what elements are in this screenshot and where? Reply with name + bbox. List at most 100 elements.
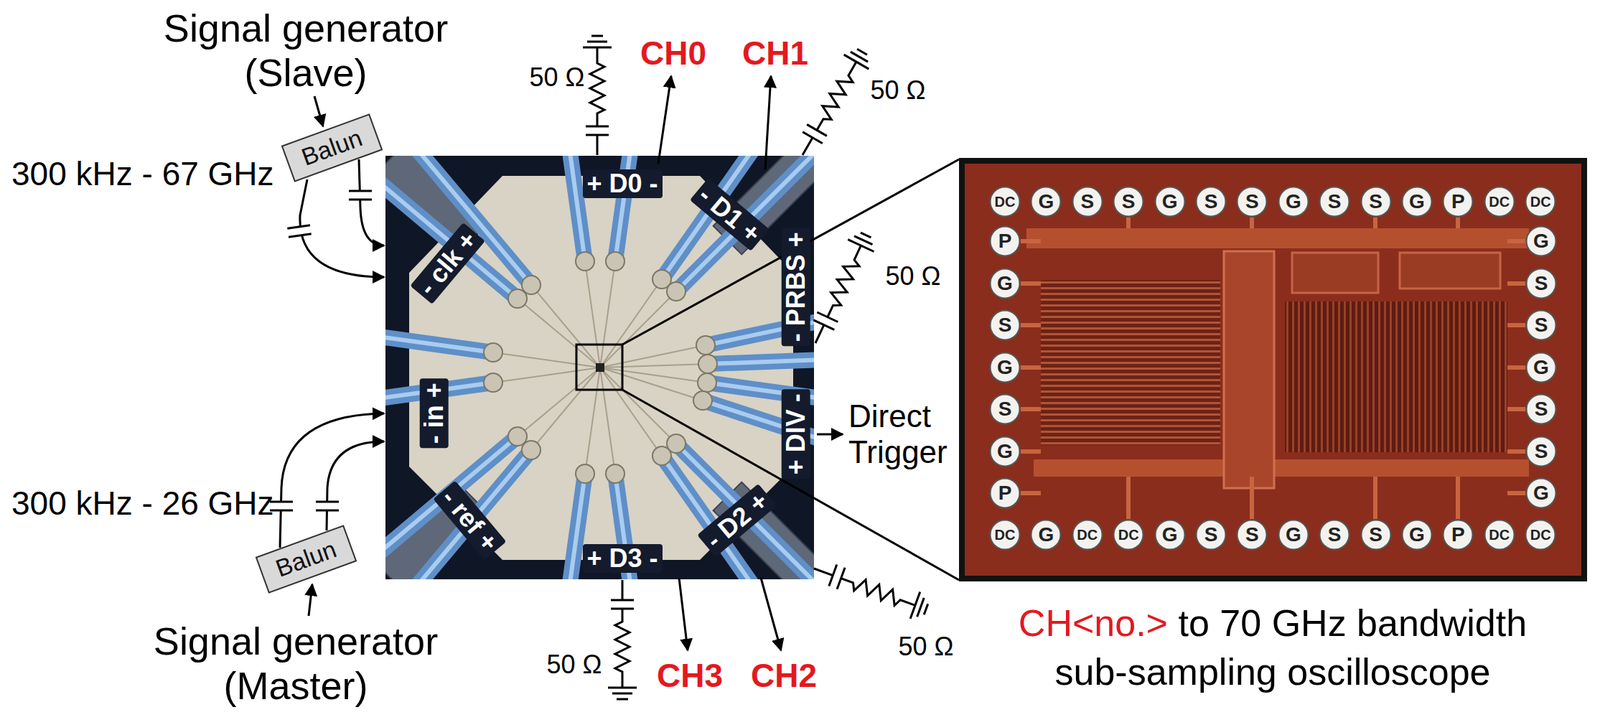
die-photo [1020, 490, 1041, 496]
die-photo [1020, 365, 1041, 370]
bond-pad-shape [1484, 520, 1514, 550]
die-photo [1507, 239, 1526, 244]
pad-label: S [1080, 191, 1094, 212]
bond-pad: S [1525, 435, 1557, 468]
board-photo [385, 325, 494, 353]
signal-wire [679, 577, 688, 651]
bond-pad-shape [1443, 187, 1473, 217]
bond-pad-shape [1154, 520, 1185, 550]
board-photo [585, 261, 601, 368]
trigger-label: Direct Trigger [848, 398, 978, 471]
channel-label: CH2 [750, 656, 817, 695]
board-photo [605, 464, 625, 484]
bond-pad-shape [1526, 352, 1557, 382]
signal-wire [765, 76, 771, 170]
board-photo [521, 275, 541, 295]
bond-pad-shape [1154, 187, 1185, 217]
board-photo [600, 367, 616, 474]
board-photo [558, 155, 586, 262]
board-pin-label: - PRBS + [780, 227, 810, 346]
bond-pad-shape [1072, 187, 1102, 217]
bond-pad: S [989, 309, 1021, 341]
bond-pad: S [1525, 309, 1557, 341]
resistor-value: 50 Ω [546, 649, 603, 680]
board-photo [600, 367, 662, 456]
die-photo [958, 157, 1588, 582]
board-pin-label: - D2 + [696, 483, 777, 558]
bond-pad: S [1112, 185, 1145, 218]
bond-pad-shape [1526, 187, 1556, 217]
die-photo [1507, 490, 1526, 496]
pad-label: S [1534, 273, 1549, 294]
capacitor-symbol [314, 501, 341, 511]
bond-pad-shape [1196, 187, 1227, 217]
bond-pad-shape [1360, 187, 1391, 217]
bond-pad: G [1277, 185, 1310, 218]
pad-label: S [1245, 524, 1260, 545]
pad-label: G [1162, 524, 1178, 545]
instrument-label: Signal generator (Slave) [147, 5, 464, 95]
bond-pad-shape [1196, 520, 1227, 550]
board-photo [385, 325, 494, 353]
balun-label: Balun [297, 124, 367, 172]
bond-pad: G [1525, 351, 1557, 384]
balun-label: Balun [272, 536, 341, 583]
pad-label: DC [1118, 527, 1140, 542]
pad-label: DC [1076, 527, 1098, 542]
bond-pad: DC [1524, 518, 1557, 551]
bond-pad-shape [1402, 187, 1433, 217]
bond-pad: G [1525, 225, 1557, 257]
signal-wire [300, 179, 385, 278]
signal-wire [279, 413, 385, 548]
die-photo [1126, 217, 1131, 229]
die-photo [1249, 476, 1255, 519]
bond-pad-shape [1526, 520, 1556, 550]
die-photo [1373, 476, 1378, 519]
pad-label: S [998, 315, 1013, 336]
signal-wire [658, 76, 672, 164]
board-photo [693, 391, 713, 410]
die-photo [964, 163, 1582, 576]
board-pin-label: + DIV - [780, 389, 810, 479]
bond-pad-shape [1320, 187, 1350, 217]
board-photo [385, 436, 518, 562]
board-photo [558, 473, 586, 580]
termination-network [582, 35, 612, 156]
termination-network [808, 554, 932, 623]
pad-label: G [1285, 191, 1302, 212]
bond-pad-shape [1526, 478, 1557, 509]
termination-network [607, 579, 637, 700]
bond-pad: DC [1071, 518, 1104, 551]
board-photo [697, 373, 717, 392]
pad-label: P [998, 483, 1013, 504]
board-photo [600, 261, 616, 368]
board-pin-label: - ref + [432, 480, 507, 561]
bond-pad: S [1318, 185, 1351, 218]
board-photo [698, 354, 718, 374]
board-photo [652, 446, 672, 466]
pad-label: S [1327, 524, 1342, 545]
bond-pad: S [1236, 518, 1268, 551]
die-photo [1020, 323, 1041, 328]
bond-pad-shape [1360, 520, 1391, 550]
bond-pad-shape [990, 310, 1021, 341]
bond-pad-shape [990, 478, 1021, 509]
pad-label: G [1533, 357, 1550, 378]
bond-pad: G [989, 351, 1021, 384]
board-photo [600, 279, 662, 368]
caption-highlight: CH<no.> [1018, 602, 1168, 644]
bond-pad: G [1525, 477, 1557, 509]
board-photo [661, 155, 774, 280]
pad-label: S [1245, 191, 1260, 212]
capacitor-symbol [347, 190, 374, 200]
termination-network [582, 35, 932, 700]
die-photo [1020, 217, 1526, 519]
bond-pad-shape [990, 226, 1021, 257]
board-pin-label: - clk + [409, 222, 485, 305]
bond-pad: DC [989, 185, 1021, 218]
bond-pad-shape [1031, 187, 1061, 217]
pad-label: G [997, 357, 1013, 378]
bond-pad: G [1030, 518, 1062, 551]
die-photo [1020, 281, 1041, 286]
bond-pad: P [1442, 518, 1474, 551]
